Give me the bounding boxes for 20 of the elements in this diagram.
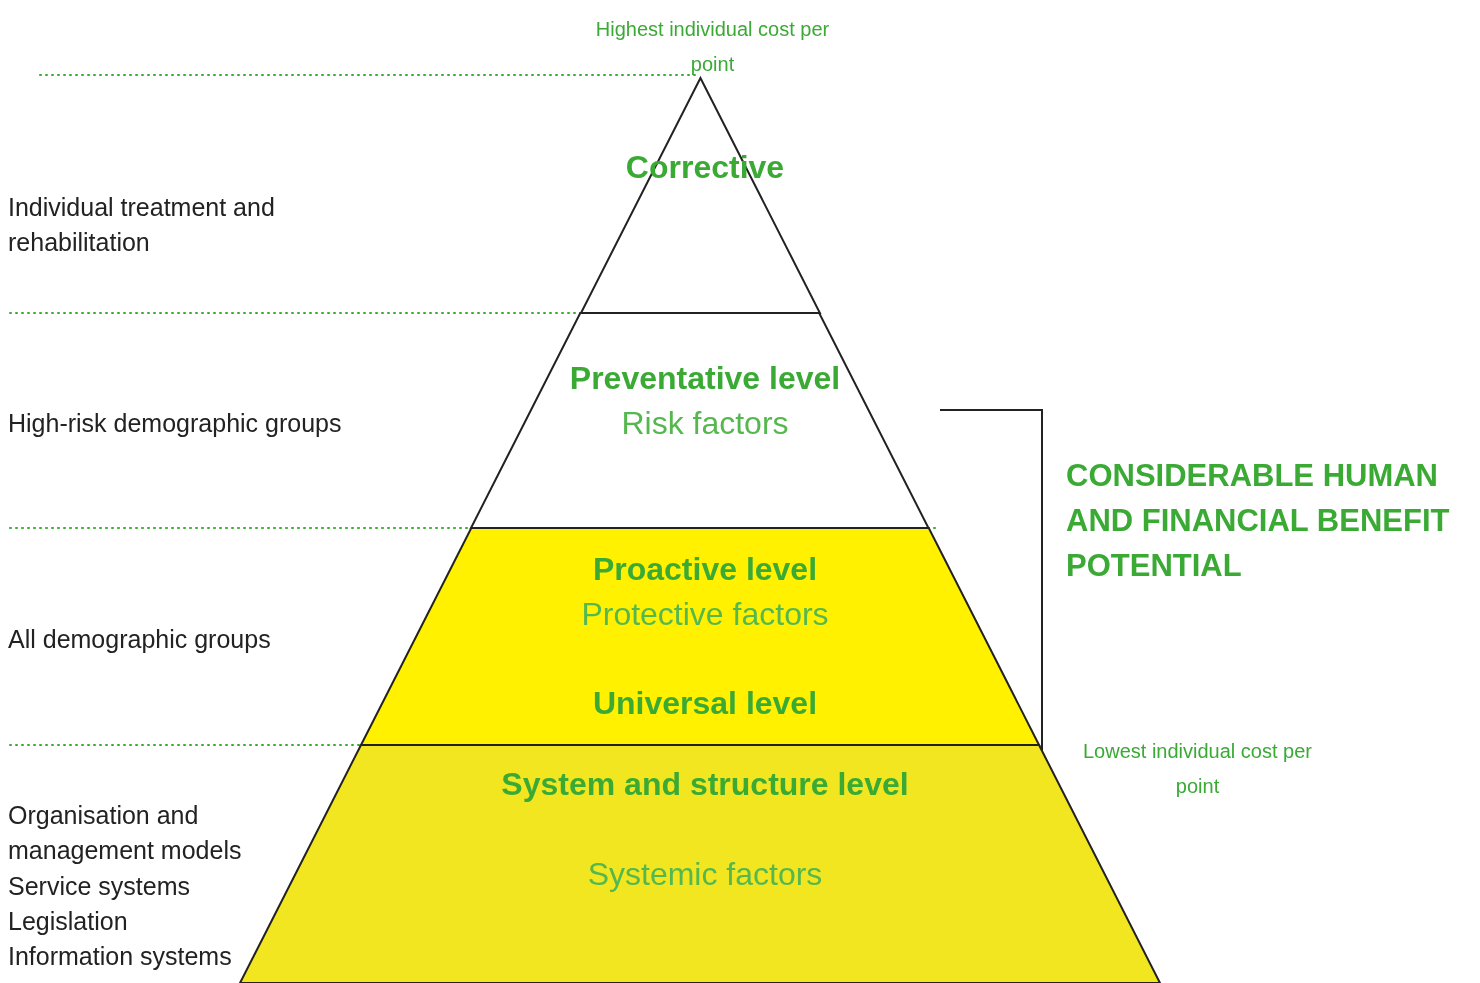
side-label: Information systems xyxy=(8,941,232,972)
tier-subtitle: Systemic factors xyxy=(587,855,823,894)
pyramid-tier xyxy=(580,78,820,313)
tier-title: Universal level xyxy=(592,684,818,723)
side-label: Legislation xyxy=(8,906,128,937)
tier-subtitle: Risk factors xyxy=(621,404,789,443)
tier-title: Preventative level xyxy=(569,359,841,398)
side-label: Service systems xyxy=(8,871,190,902)
pyramid-tier xyxy=(471,313,929,528)
pyramid-tier xyxy=(360,528,1039,745)
side-label: High-risk demographic groups xyxy=(8,408,342,439)
side-label: Individual treatment and rehabilitation xyxy=(8,192,276,258)
cost-note: Lowest individual cost per point xyxy=(1082,739,1313,799)
benefit-heading: CONSIDERABLE HUMAN AND FINANCIAL BENEFIT POTENTIAL xyxy=(1066,457,1451,585)
side-label: Organisation and management models xyxy=(8,800,243,866)
tier-title: System and structure level xyxy=(500,765,910,804)
cost-note: Highest individual cost per point xyxy=(594,17,831,77)
tier-subtitle: Protective factors xyxy=(581,595,829,634)
tier-title: Proactive level xyxy=(592,550,818,589)
side-label: All demographic groups xyxy=(8,624,271,655)
